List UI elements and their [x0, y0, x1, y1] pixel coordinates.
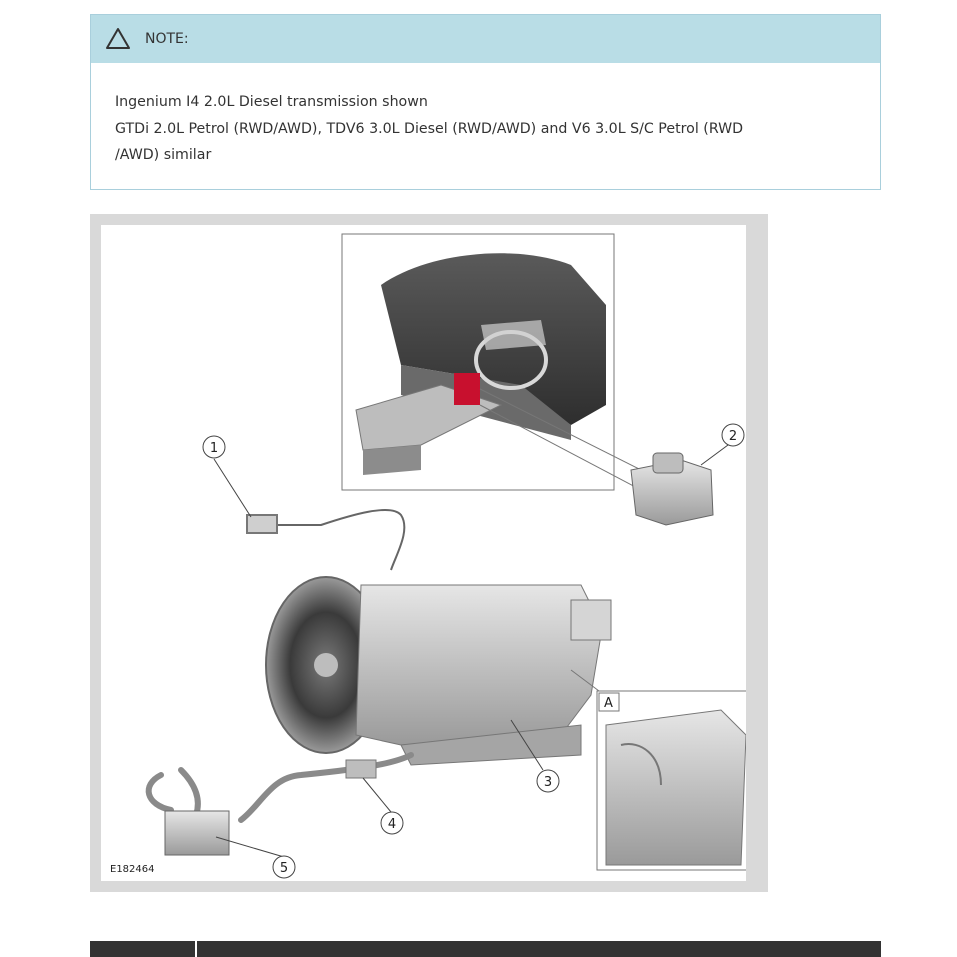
callout-2: 2 [721, 423, 745, 447]
svg-text:2: 2 [729, 429, 737, 444]
note-line: Ingenium I4 2.0L Diesel transmission sho… [115, 94, 428, 110]
detail-label: A [604, 696, 613, 711]
svg-text:3: 3 [544, 775, 552, 790]
highlighted-module [454, 373, 480, 405]
detail-inset: A [570, 669, 746, 871]
section-bar-divider [195, 941, 197, 957]
callout-5: 5 [272, 855, 296, 879]
note-header: NOTE: [91, 15, 880, 63]
oil-cooler [164, 810, 230, 856]
transmission [265, 576, 612, 766]
section-bar [90, 941, 881, 957]
callout-4: 4 [380, 811, 404, 835]
callout-3: 3 [536, 769, 560, 793]
warning-triangle-icon [106, 28, 130, 49]
note-line: /AWD) similar [115, 147, 212, 163]
figure-reference: E182464 [110, 864, 155, 875]
note-box: NOTE: Ingenium I4 2.0L Diesel transmissi… [90, 14, 881, 190]
callout-1: 1 [202, 435, 226, 459]
interior-inset [341, 233, 642, 491]
pipe-clamp [345, 759, 377, 779]
note-body: Ingenium I4 2.0L Diesel transmission sho… [91, 63, 880, 169]
svg-text:4: 4 [388, 817, 396, 832]
figure-frame: A 1 2 [90, 214, 768, 892]
technical-illustration: A 1 2 [101, 225, 746, 881]
note-title: NOTE: [145, 31, 189, 47]
svg-text:5: 5 [280, 861, 288, 876]
note-line: GTDi 2.0L Petrol (RWD/AWD), TDV6 3.0L Di… [115, 120, 744, 137]
wiring-harness [246, 508, 406, 571]
svg-text:1: 1 [210, 441, 218, 456]
shifter-module [630, 452, 714, 526]
